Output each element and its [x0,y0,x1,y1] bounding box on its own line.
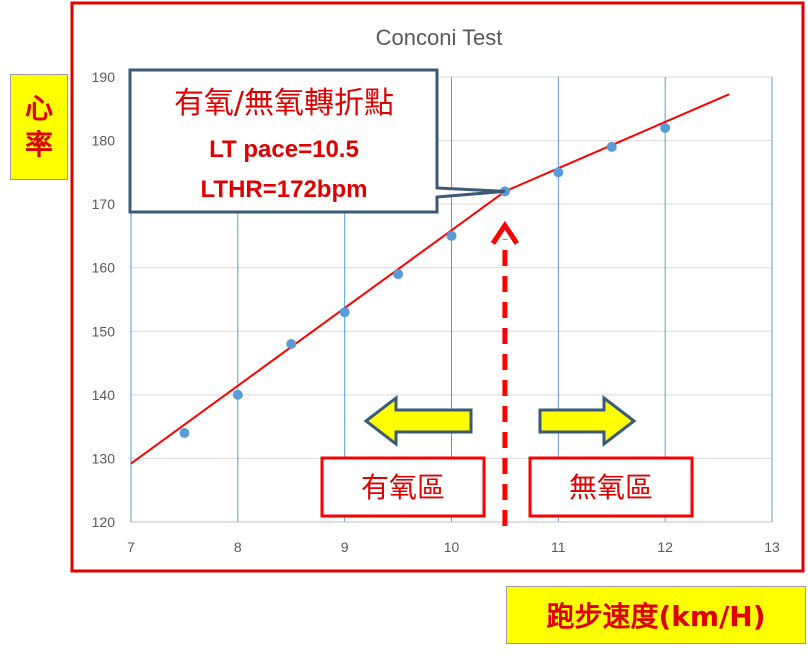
data-point [286,339,297,349]
data-point [446,230,457,241]
data-point [179,428,190,438]
x-axis-label: 跑步速度(km/H) [506,586,806,644]
data-point [232,389,243,400]
x-tick-label: 7 [127,539,135,555]
y-axis-label-line-2: 率 [24,128,53,161]
y-tick-label: 150 [92,323,116,339]
x-tick-label: 9 [341,539,349,555]
data-point [339,307,350,318]
x-tick-label: 8 [234,539,242,555]
data-point [606,141,617,152]
aerobic-zone-label: 有氧區 [361,471,445,504]
y-tick-label: 130 [92,450,116,466]
threshold-arrow-head [490,220,519,245]
data-point [553,167,564,178]
y-tick-label: 180 [92,133,116,149]
x-tick-label: 11 [551,539,566,555]
callout-title: 有氧/無氧轉折點 [174,86,394,121]
callout-lthr: LTHR=172bpm [201,176,368,203]
anaerobic-zone-label: 無氧區 [569,471,653,504]
trend-line [130,190,506,465]
y-tick-label: 140 [92,387,116,403]
data-point [660,122,671,133]
y-axis-label: 心 率 [10,74,68,180]
chart-title: Conconi Test [376,25,503,50]
anaerobic-zone-box [528,456,694,518]
aerobic-zone-box [320,456,486,518]
callout-box [128,68,506,214]
data-point [393,269,404,280]
anaerobic-arrow [538,394,637,448]
aerobic-arrow [363,394,473,448]
y-tick-label: 190 [92,69,116,85]
y-tick-label: 160 [92,260,116,276]
x-tick-label: 10 [444,539,460,555]
y-axis-label-line-1: 心 [24,92,53,125]
chart-frame [70,1,805,573]
callout-lt-pace: LT pace=10.5 [209,136,359,163]
x-tick-label: 12 [657,539,673,555]
trend-line [504,93,730,193]
y-tick-label: 120 [92,514,116,530]
y-tick-label: 170 [92,196,116,212]
x-tick-label: 13 [764,539,780,555]
